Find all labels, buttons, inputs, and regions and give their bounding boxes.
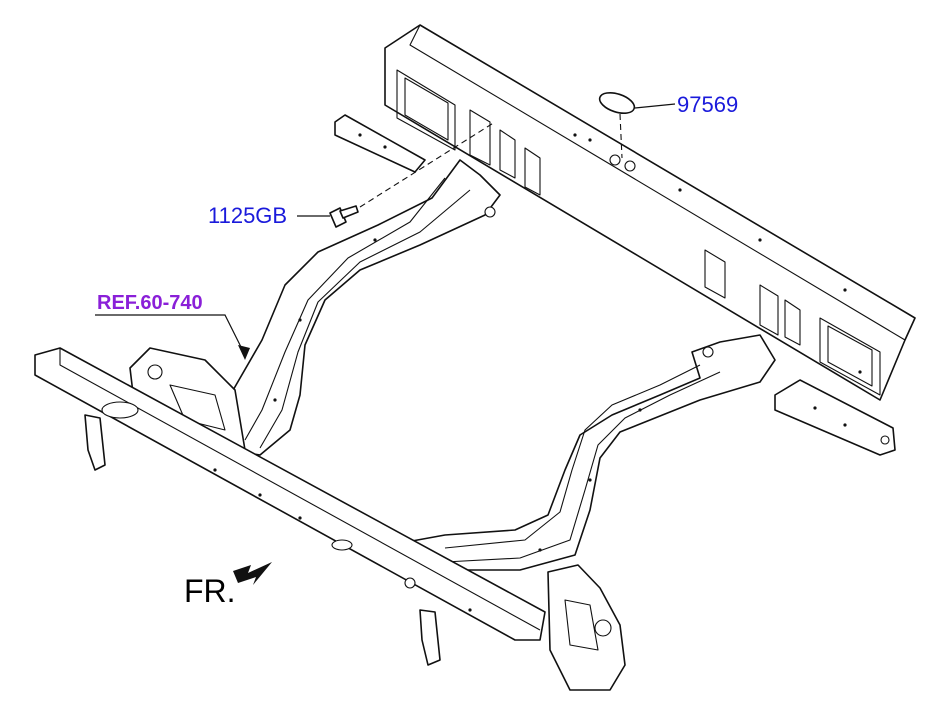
rear-cross-member (384, 24, 916, 401)
reference-leader (95, 314, 250, 360)
grommet-97569-icon (598, 91, 676, 159)
left-rear-bracket (334, 114, 426, 173)
front-direction-arrow-icon (233, 562, 272, 585)
right-side-rail (389, 334, 776, 571)
reference-label[interactable]: REF.60-740 (97, 292, 203, 314)
part-label-1125gb[interactable]: 1125GB (208, 203, 288, 228)
right-rear-bracket (774, 379, 896, 456)
right-front-mount (547, 564, 626, 691)
part-label-97569[interactable]: 97569 (677, 92, 739, 117)
front-cross-member (34, 347, 546, 666)
left-side-rail (214, 159, 501, 456)
front-direction-label: FR. (184, 573, 236, 609)
bolt-1125gb-icon (297, 121, 496, 228)
